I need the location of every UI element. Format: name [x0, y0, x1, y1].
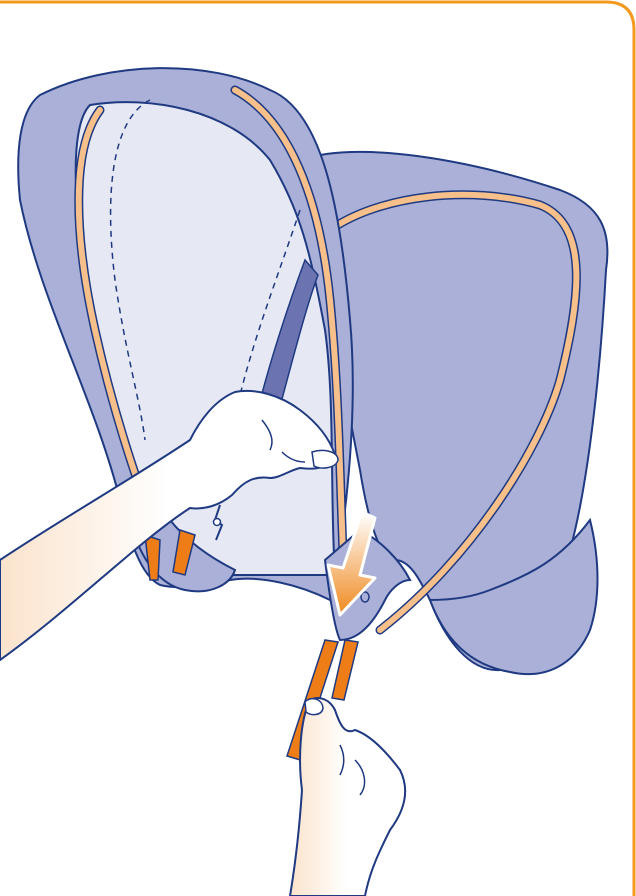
bottom-hand [290, 698, 405, 896]
bottom-thumbnail [305, 699, 323, 715]
left-thumbnail [312, 450, 338, 468]
